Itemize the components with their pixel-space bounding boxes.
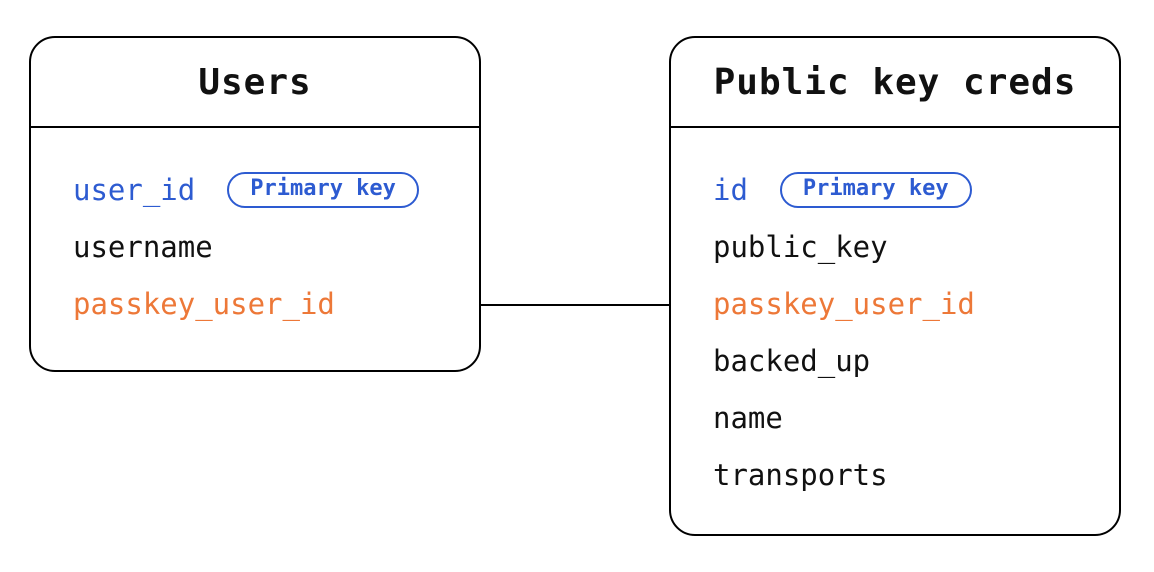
field-row: passkey_user_id [713, 275, 1119, 332]
table-users-title: Users [198, 61, 312, 103]
table-users-rows: user_id Primary key username passkey_use… [31, 128, 479, 332]
field-name-username: username [73, 229, 213, 264]
field-row: transports [713, 446, 1119, 503]
table-public-key-creds-rows: id Primary key public_key passkey_user_i… [671, 128, 1119, 503]
field-row: backed_up [713, 332, 1119, 389]
field-name-transports: transports [713, 457, 888, 492]
field-row: name [713, 389, 1119, 446]
field-row: id Primary key [713, 161, 1119, 218]
field-row: passkey_user_id [73, 275, 479, 332]
table-public-key-creds-title: Public key creds [713, 61, 1077, 103]
field-name-name: name [713, 400, 783, 435]
field-name-backed-up: backed_up [713, 343, 871, 378]
field-name-user-id: user_id [73, 172, 196, 207]
field-name-passkey-user-id: passkey_user_id [713, 286, 975, 321]
field-row: public_key [713, 218, 1119, 275]
relationship-connector-line [479, 304, 671, 306]
field-name-public-key: public_key [713, 229, 888, 264]
table-public-key-creds-header: Public key creds [671, 38, 1119, 128]
field-row: user_id Primary key [73, 161, 479, 218]
field-name-passkey-user-id: passkey_user_id [73, 286, 335, 321]
table-public-key-creds: Public key creds id Primary key public_k… [669, 36, 1121, 536]
field-name-id: id [713, 172, 748, 207]
primary-key-badge: Primary key [227, 171, 419, 208]
table-users: Users user_id Primary key username passk… [29, 36, 481, 372]
table-users-header: Users [31, 38, 479, 128]
primary-key-badge: Primary key [779, 171, 972, 208]
field-row: username [73, 218, 479, 275]
